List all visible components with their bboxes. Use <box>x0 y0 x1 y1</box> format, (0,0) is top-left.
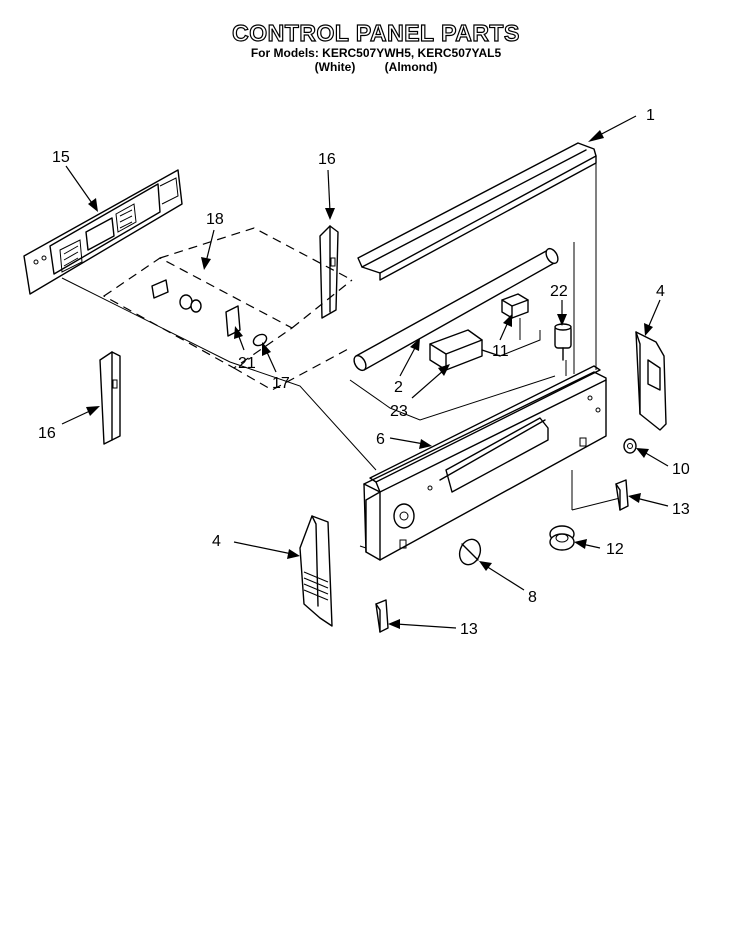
callout-21: 21 <box>238 355 256 372</box>
variant-white: (White) <box>314 60 356 74</box>
part-8-knob <box>393 503 482 566</box>
callout-22: 22 <box>550 283 568 300</box>
callout-1: 1 <box>646 107 655 124</box>
wire-harness <box>499 156 597 376</box>
wire-loop <box>349 375 556 421</box>
variant-almond: (Almond) <box>384 60 438 74</box>
callout-10: 10 <box>672 461 690 478</box>
callout-8: 8 <box>528 589 537 606</box>
callout-17: 17 <box>272 375 290 392</box>
part-1-trim-strip <box>357 142 597 281</box>
part-15-control-board <box>23 169 183 295</box>
part-4-left-end-cap <box>299 515 333 627</box>
part-13-bracket-left <box>375 599 389 633</box>
callout-16-upper: 16 <box>318 151 336 168</box>
callout-2: 2 <box>394 379 403 396</box>
part-2-lamp-tube <box>353 247 559 372</box>
part-10-grommet <box>623 438 637 454</box>
callout-16-lower: 16 <box>38 425 56 442</box>
callout-23: 23 <box>390 403 408 420</box>
color-variants: (White) (Almond) <box>0 60 752 74</box>
callout-12: 12 <box>606 541 624 558</box>
callout-13-lower: 13 <box>460 621 478 638</box>
callout-15: 15 <box>52 149 70 166</box>
leader-lines <box>61 115 669 629</box>
part-18-switch-assembly <box>102 227 353 391</box>
callout-18: 18 <box>206 211 224 228</box>
diagram-header: CONTROL PANEL PARTS For Models: KERC507Y… <box>0 19 752 74</box>
diagram-title: CONTROL PANEL PARTS <box>232 19 520 46</box>
callout-6: 6 <box>376 431 385 448</box>
model-numbers: For Models: KERC507YWH5, KERC507YAL5 <box>250 46 502 60</box>
part-13-bracket-right <box>615 479 629 511</box>
callout-4-right: 4 <box>656 283 665 300</box>
part-16-side-trim-lower <box>99 351 121 445</box>
callout-4-left: 4 <box>212 533 221 550</box>
callout-13-right: 13 <box>672 501 690 518</box>
part-4-right-end-cap <box>635 331 667 431</box>
part-11-starter <box>501 293 529 319</box>
callout-11: 11 <box>492 343 509 360</box>
part-22-capacitor <box>554 323 572 361</box>
board-connection-wire <box>61 277 377 471</box>
part-12-bushing <box>549 525 575 551</box>
part-6-console-panel <box>359 365 621 561</box>
callout-labels: 1 2 4 4 6 8 10 11 12 13 13 15 16 16 17 1… <box>38 107 690 638</box>
part-23-ballast <box>429 329 501 371</box>
